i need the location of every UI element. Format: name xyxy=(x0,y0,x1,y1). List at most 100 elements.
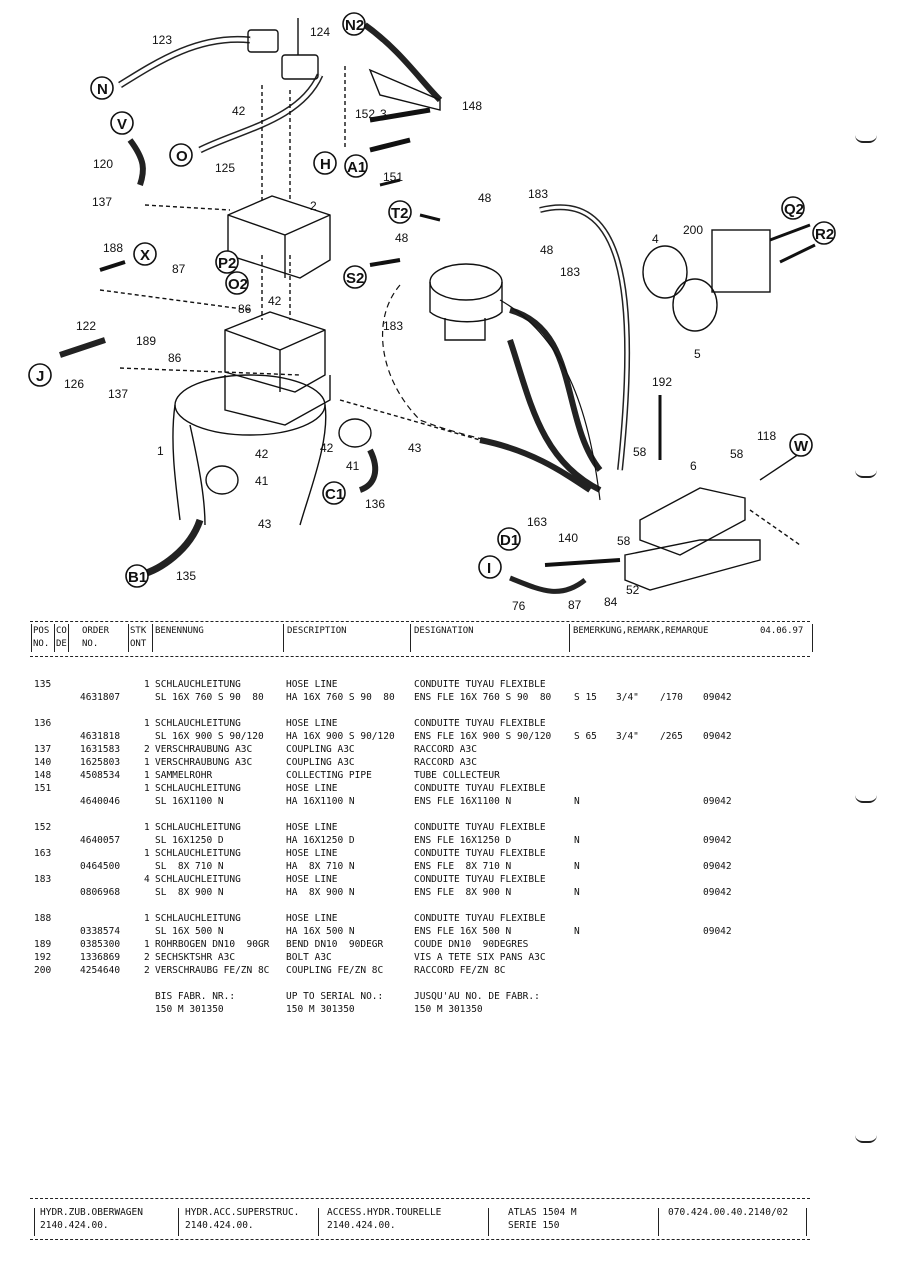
svg-text:O: O xyxy=(176,148,188,165)
cell-de: SCHLAUCHLEITUNG xyxy=(155,874,241,885)
cell-order: 1336869 xyxy=(80,952,121,963)
cell-en: 150 M 301350 xyxy=(286,1004,355,1015)
part-number: 118 xyxy=(757,429,776,443)
cell-pos: 192 xyxy=(34,952,52,963)
cell-de: SCHLAUCHLEITUNG xyxy=(155,913,241,924)
cell-fr: RACCORD FE/ZN 8C xyxy=(414,965,506,976)
part-number: 188 xyxy=(103,241,123,255)
cell-r1: N xyxy=(574,926,580,937)
marker-D1: D1 xyxy=(497,527,521,551)
cell-order: 1631583 xyxy=(80,744,121,755)
part-number: 86 xyxy=(168,351,182,365)
cell-order: 4640046 xyxy=(80,796,121,807)
cell-qty: 1 xyxy=(144,848,150,859)
footer-group-en: HYDR.ACC.SUPERSTRUC. xyxy=(185,1207,300,1218)
col-pos: POS NO. xyxy=(33,626,50,649)
cell-fr: CONDUITE TUYAU FLEXIBLE xyxy=(414,783,546,794)
cell-de: ROHRBOGEN DN10 90GR xyxy=(155,939,270,950)
part-number: 87 xyxy=(568,598,582,612)
part-number: 152 xyxy=(355,107,375,121)
cell-order: 0806968 xyxy=(80,887,121,898)
cell-fr: ENS FLE 16X1250 D xyxy=(414,835,512,846)
cell-order: 4254640 xyxy=(80,965,121,976)
svg-text:B1: B1 xyxy=(128,569,147,586)
part-number: 126 xyxy=(64,377,84,391)
cell-qty: 1 xyxy=(144,822,150,833)
cell-qty: 1 xyxy=(144,783,150,794)
marker-V: V xyxy=(110,111,134,135)
cell-order: 4631807 xyxy=(80,692,121,703)
cell-pos: 200 xyxy=(34,965,52,976)
part-number: 1 xyxy=(157,444,164,458)
cell-de: SL 8X 710 N xyxy=(155,861,224,872)
cell-r1: N xyxy=(574,796,580,807)
part-number: 48 xyxy=(478,191,492,205)
cell-fr: COUDE DN10 90DEGRES xyxy=(414,939,529,950)
cell-r4: 09042 xyxy=(703,731,732,742)
part-number: 58 xyxy=(633,445,647,459)
part-number: 58 xyxy=(617,534,631,548)
cell-de: SL 16X 760 S 90 80 xyxy=(155,692,264,703)
cell-qty: 1 xyxy=(144,770,150,781)
part-number: 123 xyxy=(152,33,172,47)
part-number: 163 xyxy=(527,515,547,529)
cell-de: SL 16X 500 N xyxy=(155,926,224,937)
marker-P2: P2 xyxy=(215,250,239,274)
col-stk: STK ONT xyxy=(130,626,147,649)
svg-text:X: X xyxy=(140,247,150,264)
cell-qty: 2 xyxy=(144,965,150,976)
cell-pos: 148 xyxy=(34,770,52,781)
hydraulic-exploded-diagram: 123 124 42 125 152 3 148 120 137 151 2 1… xyxy=(28,12,836,613)
cell-de: BIS FABR. NR.: xyxy=(155,991,236,1002)
marker-O: O xyxy=(169,143,193,167)
cell-order: 4631818 xyxy=(80,731,121,742)
footer-model: ATLAS 1504 M xyxy=(508,1207,577,1218)
part-number: 183 xyxy=(528,187,548,201)
part-number: 41 xyxy=(346,459,360,473)
marker-T2: T2 xyxy=(388,200,412,224)
cell-de: VERSCHRAUBG FE/ZN 8C xyxy=(155,965,270,976)
svg-text:S2: S2 xyxy=(346,270,364,287)
part-number: 42 xyxy=(232,104,246,118)
binding-mark xyxy=(855,470,877,478)
cell-order: 4508534 xyxy=(80,770,121,781)
svg-text:P2: P2 xyxy=(218,255,236,272)
cell-en: HOSE LINE xyxy=(286,848,338,859)
part-number: 192 xyxy=(652,375,672,389)
cell-order: 0464500 xyxy=(80,861,121,872)
cell-r4: 09042 xyxy=(703,861,732,872)
cell-r4: 09042 xyxy=(703,835,732,846)
cell-r1: N xyxy=(574,861,580,872)
svg-text:C1: C1 xyxy=(325,486,344,503)
cell-r4: 09042 xyxy=(703,926,732,937)
cell-qty: 4 xyxy=(144,874,150,885)
cell-de: SCHLAUCHLEITUNG xyxy=(155,848,241,859)
part-number: 42 xyxy=(255,447,269,461)
footer-number: 2140.424.00. xyxy=(40,1220,109,1231)
marker-J: J xyxy=(28,363,52,387)
marker-N2: N2 xyxy=(342,12,366,36)
cell-en: BOLT A3C xyxy=(286,952,332,963)
cell-de: SCHLAUCHLEITUNG xyxy=(155,783,241,794)
part-number: 125 xyxy=(215,161,235,175)
cell-qty: 1 xyxy=(144,718,150,729)
cell-fr: CONDUITE TUYAU FLEXIBLE xyxy=(414,718,546,729)
cell-de: SCHLAUCHLEITUNG xyxy=(155,718,241,729)
marker-N: N xyxy=(90,76,114,100)
cell-order: 0338574 xyxy=(80,926,121,937)
cell-en: HOSE LINE xyxy=(286,679,338,690)
marker-C1: C1 xyxy=(322,481,346,505)
footer-series: SERIE 150 xyxy=(508,1220,560,1231)
part-number: 124 xyxy=(310,25,330,39)
marker-W: W xyxy=(789,433,813,457)
svg-text:A1: A1 xyxy=(347,159,366,176)
part-number: 5 xyxy=(694,347,701,361)
cell-fr: CONDUITE TUYAU FLEXIBLE xyxy=(414,822,546,833)
cell-fr: ENS FLE 8X 900 N xyxy=(414,887,512,898)
part-number: 200 xyxy=(683,223,703,237)
cell-r3: /265 xyxy=(660,731,683,742)
cell-r4: 09042 xyxy=(703,887,732,898)
cell-de: SL 16X1250 D xyxy=(155,835,224,846)
cell-r1: S 65 xyxy=(574,731,597,742)
cell-fr: ENS FLE 16X1100 N xyxy=(414,796,512,807)
